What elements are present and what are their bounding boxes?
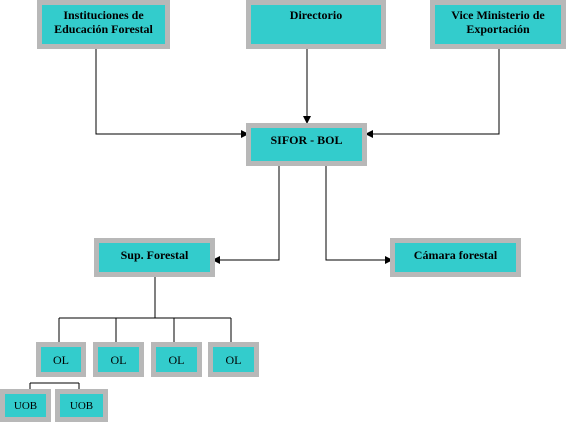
node-directorio-label: Directorio: [289, 8, 343, 22]
node-vice-ministerio-line2: Exportación: [466, 22, 530, 36]
node-vice-ministerio: Vice Ministerio de Exportación: [430, 0, 566, 49]
node-instituciones-line1: Instituciones de: [63, 8, 144, 22]
node-sup-forestal: Sup. Forestal: [94, 238, 215, 277]
node-directorio: Directorio: [246, 0, 386, 49]
node-instituciones-line2: Educación Forestal: [54, 22, 153, 36]
node-uob-2: UOB: [55, 389, 108, 422]
node-sifor-bol: SIFOR - BOL: [246, 123, 367, 166]
edge-vice-ministerio-to-sifor: [365, 48, 500, 138]
node-camara-forestal-label: Cámara forestal: [413, 248, 498, 262]
node-ol-4: OL: [208, 342, 259, 377]
node-camara-forestal: Cámara forestal: [390, 238, 521, 277]
node-uob-1-label: UOB: [13, 399, 38, 412]
edge-sifor-to-camara-forestal: [325, 165, 393, 264]
node-ol-1: OL: [36, 342, 86, 377]
node-sifor-bol-label: SIFOR - BOL: [270, 133, 343, 147]
node-instituciones: Instituciones de Educación Forestal: [37, 0, 170, 49]
edge-sifor-to-sup-forestal: [212, 165, 280, 264]
node-ol-2-label: OL: [110, 352, 127, 367]
node-uob-1: UOB: [0, 389, 51, 422]
node-vice-ministerio-line1: Vice Ministerio de: [451, 8, 545, 22]
node-ol-4-label: OL: [225, 352, 242, 367]
node-sup-forestal-label: Sup. Forestal: [120, 248, 189, 262]
node-ol-2: OL: [93, 342, 144, 377]
node-ol-3: OL: [151, 342, 202, 377]
node-uob-2-label: UOB: [69, 399, 94, 412]
node-ol-1-label: OL: [53, 352, 69, 367]
node-ol-3-label: OL: [168, 352, 185, 367]
edge-instituciones-to-sifor: [95, 48, 249, 138]
